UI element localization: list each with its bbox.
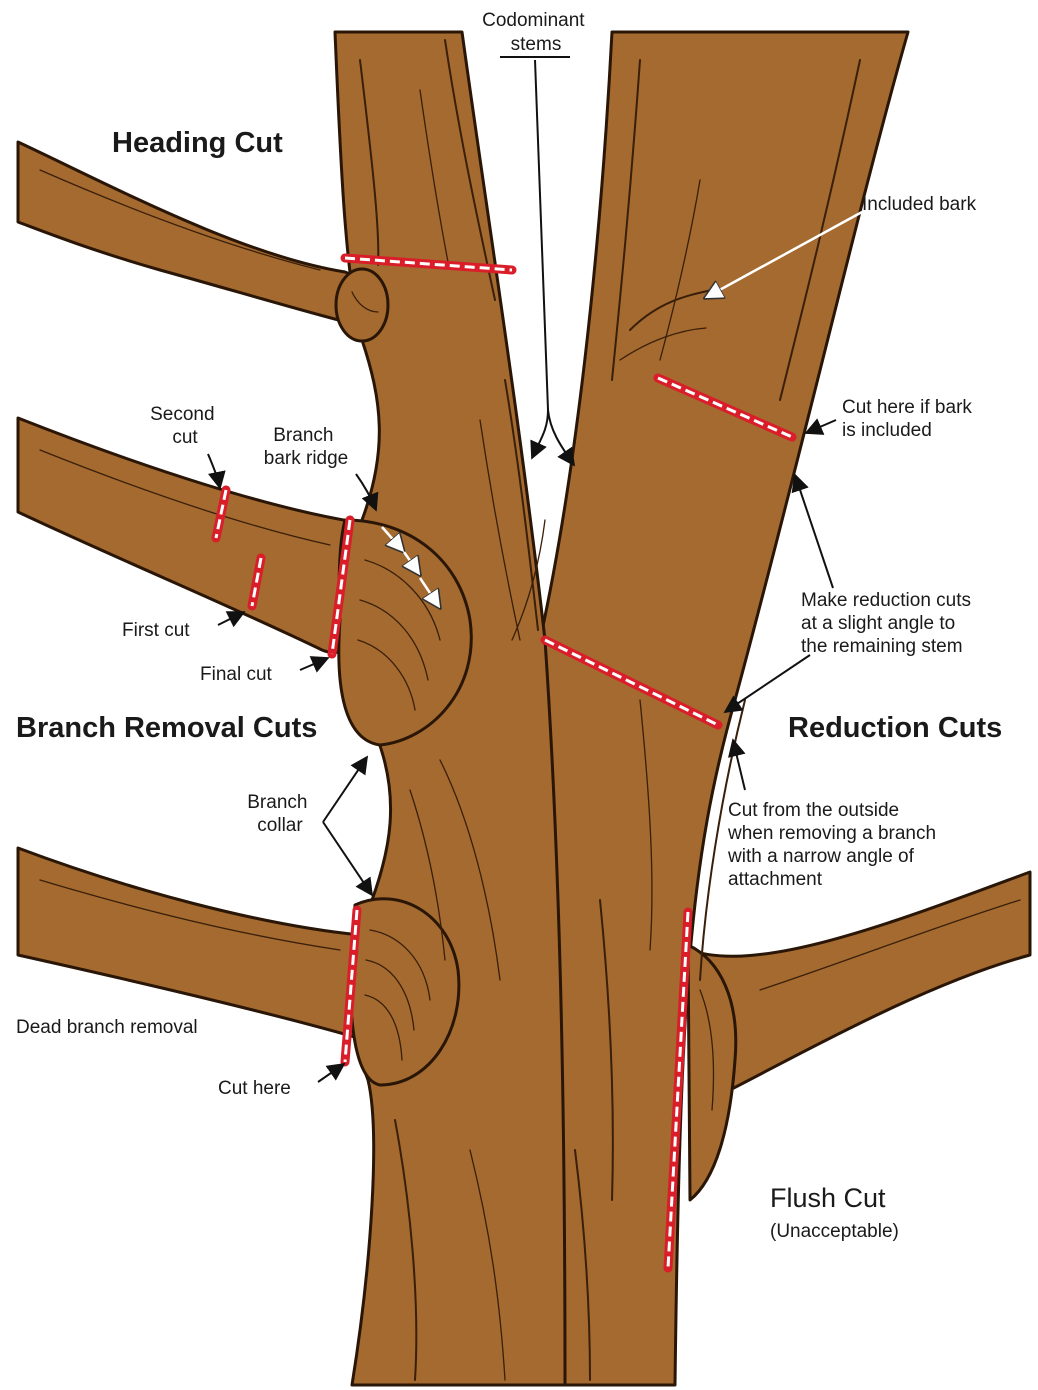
lower-right-branch (690, 872, 1030, 1095)
unacceptable-label: (Unacceptable) (770, 1221, 899, 1242)
heading-cut-title: Heading Cut (112, 127, 283, 159)
cut-from-outside-label: Cut from the outside when removing a bra… (727, 800, 941, 890)
second-cut-label: Second cut (150, 404, 220, 448)
upper-left-branch (18, 142, 381, 330)
cut-here-if-bark-label: Cut here if bark is included (842, 397, 977, 441)
branch-collar-label: Branch collar (247, 792, 312, 836)
dead-branch-removal-label: Dead branch removal (16, 1017, 198, 1038)
make-reduction-cuts-label: Make reduction cuts at a slight angle to… (801, 590, 976, 657)
cut-here-label: Cut here (218, 1078, 291, 1099)
lower-left-branch (18, 848, 365, 1040)
flush-cut-title: Flush Cut (770, 1183, 886, 1213)
reduction-cuts-title: Reduction Cuts (788, 712, 1002, 744)
branch-bark-ridge-label: Branch bark ridge (264, 425, 349, 469)
branch-removal-cuts-title: Branch Removal Cuts (16, 712, 317, 744)
included-bark-label: Included bark (862, 194, 977, 215)
codominant-stems-label: Codominant stems (482, 10, 590, 55)
final-cut-label: Final cut (200, 664, 273, 685)
first-cut-label: First cut (122, 620, 190, 641)
